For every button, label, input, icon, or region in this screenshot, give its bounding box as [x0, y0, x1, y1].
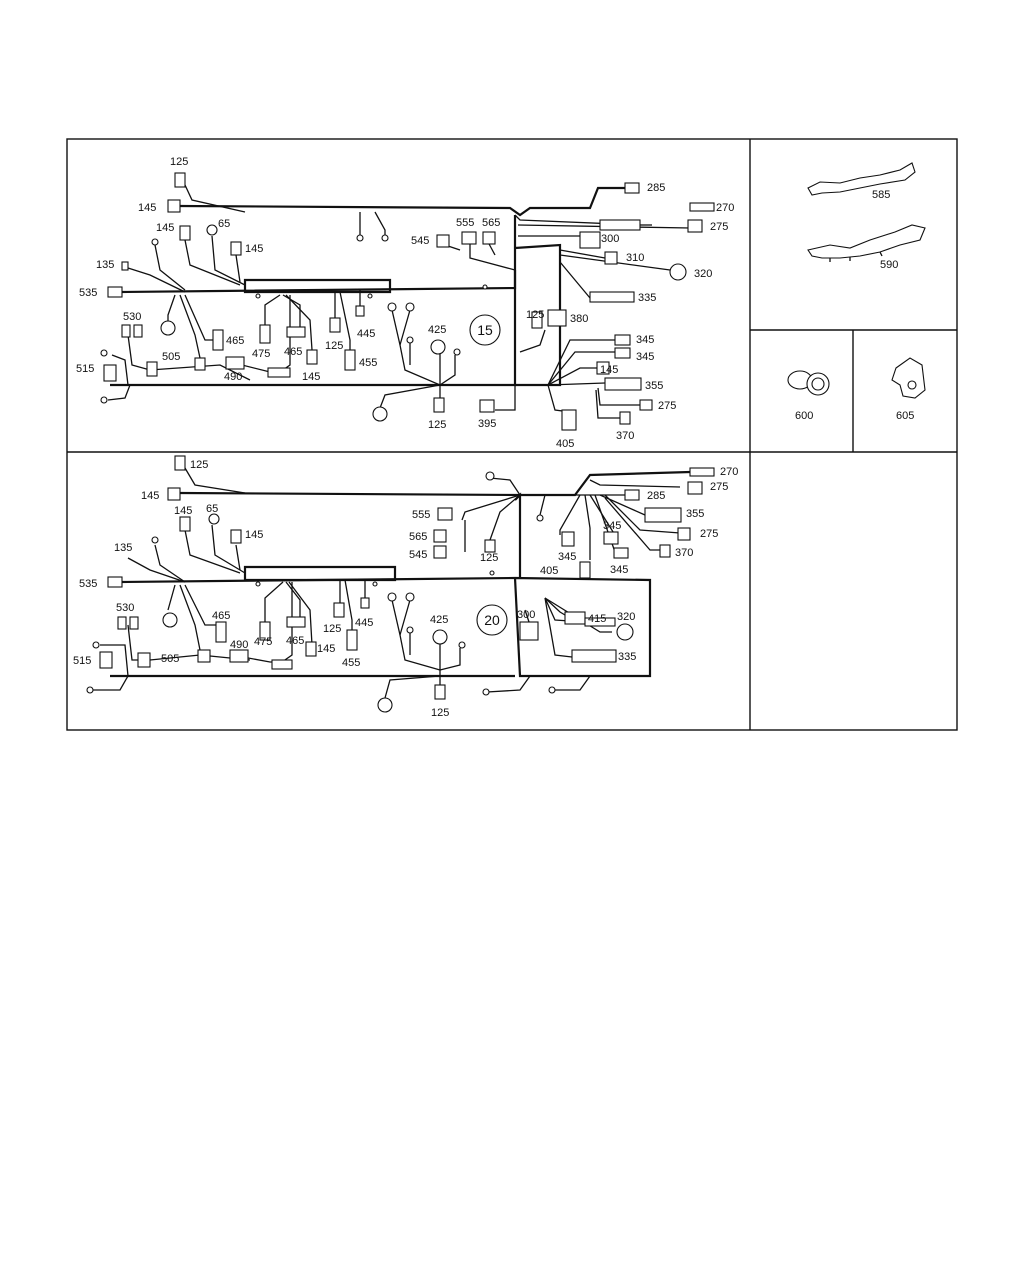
label: 445 [355, 617, 373, 629]
label: 490 [230, 639, 248, 651]
part-600-label: 600 [795, 410, 813, 422]
label: 395 [478, 418, 496, 430]
label: 125 [325, 340, 343, 352]
label: 285 [647, 490, 665, 502]
label: 345 [610, 564, 628, 576]
part-600: 600 [787, 370, 830, 422]
label: 505 [162, 351, 180, 363]
label: 125 [431, 707, 449, 719]
label: 370 [675, 547, 693, 559]
label: 425 [430, 614, 448, 626]
label: 545 [411, 235, 429, 247]
label: 310 [626, 252, 644, 264]
label: 535 [79, 287, 97, 299]
label: 515 [73, 655, 91, 667]
label: 145 [141, 490, 159, 502]
label: 565 [409, 531, 427, 543]
diagram-frame [66, 138, 958, 731]
label: 465 [212, 610, 230, 622]
label: 320 [694, 268, 712, 280]
part-585-label: 585 [872, 189, 890, 201]
label: 335 [638, 292, 656, 304]
label: 125 [323, 623, 341, 635]
label: 125 [428, 419, 446, 431]
label: 445 [357, 328, 375, 340]
label: 270 [716, 202, 734, 214]
harness-20-connectors [86, 455, 715, 713]
label: 135 [96, 259, 114, 271]
callout-15: 15 [469, 314, 501, 346]
label: 535 [79, 578, 97, 590]
label: 145 [600, 364, 618, 376]
label: 455 [359, 357, 377, 369]
label: 145 [317, 643, 335, 655]
callout-15-text: 15 [477, 322, 493, 338]
label: 515 [76, 363, 94, 375]
label: 275 [658, 400, 676, 412]
label: 65 [218, 218, 230, 230]
part-605: 605 [891, 357, 926, 422]
label: 455 [342, 657, 360, 669]
label: 145 [245, 243, 263, 255]
label: 465 [284, 346, 302, 358]
part-590: 590 [807, 224, 926, 271]
label: 135 [114, 542, 132, 554]
label: 275 [700, 528, 718, 540]
label: 125 [170, 156, 188, 168]
label: 145 [302, 371, 320, 383]
label: 345 [558, 551, 576, 563]
label: 125 [190, 459, 208, 471]
label: 380 [570, 313, 588, 325]
harness-20-labels: 125 145 145 65 145 135 535 530 465 505 4… [73, 459, 738, 719]
label: 405 [540, 565, 558, 577]
callout-20: 20 [476, 604, 508, 636]
part-590-label: 590 [880, 259, 898, 271]
label: 145 [138, 202, 156, 214]
label: 465 [226, 335, 244, 347]
label: 270 [720, 466, 738, 478]
label: 545 [409, 549, 427, 561]
label: 345 [636, 334, 654, 346]
label: 565 [482, 217, 500, 229]
label: 345 [603, 520, 621, 532]
label: 300 [601, 233, 619, 245]
label: 490 [224, 371, 242, 383]
label: 405 [556, 438, 574, 450]
label: 65 [206, 503, 218, 515]
label: 355 [645, 380, 663, 392]
label: 145 [245, 529, 263, 541]
label: 275 [710, 221, 728, 233]
label: 425 [428, 324, 446, 336]
label: 145 [156, 222, 174, 234]
label: 125 [526, 309, 544, 321]
part-605-label: 605 [896, 410, 914, 422]
label: 555 [412, 509, 430, 521]
label: 320 [617, 611, 635, 623]
label: 335 [618, 651, 636, 663]
label: 355 [686, 508, 704, 520]
label: 285 [647, 182, 665, 194]
label: 555 [456, 217, 474, 229]
harness-15-connectors [100, 172, 715, 431]
part-585: 585 [807, 162, 916, 201]
callout-20-text: 20 [484, 612, 500, 628]
label: 415 [588, 613, 606, 625]
label: 370 [616, 430, 634, 442]
label: 300 [517, 609, 535, 621]
label: 465 [286, 635, 304, 647]
label: 125 [480, 552, 498, 564]
label: 275 [710, 481, 728, 493]
label: 530 [123, 311, 141, 323]
label: 530 [116, 602, 134, 614]
label: 505 [161, 653, 179, 665]
label: 345 [636, 351, 654, 363]
label: 475 [254, 636, 272, 648]
harness-15-labels: 125 145 145 65 145 135 535 530 515 465 5… [76, 156, 734, 450]
label: 145 [174, 505, 192, 517]
label: 475 [252, 348, 270, 360]
harness-20 [92, 467, 691, 699]
